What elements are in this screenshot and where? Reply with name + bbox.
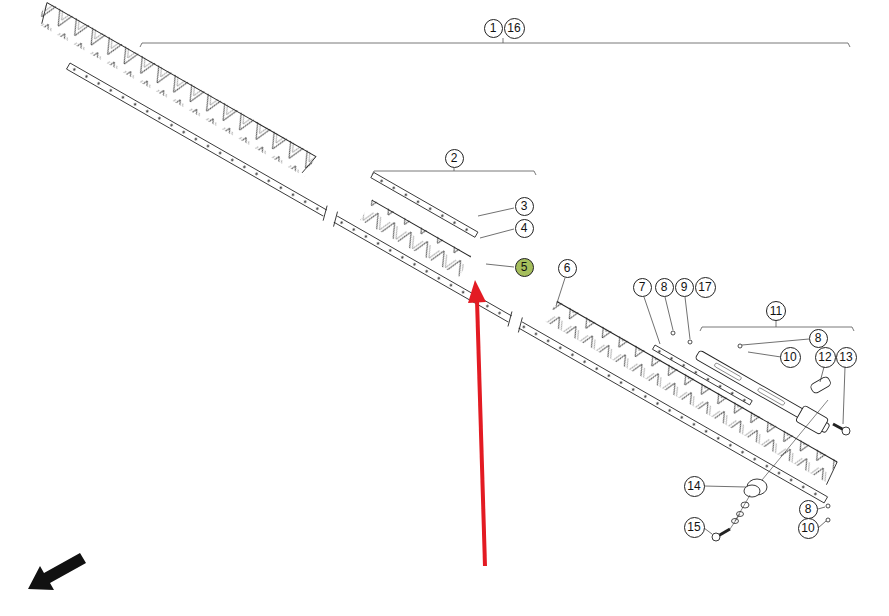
callout-text: 8: [815, 332, 822, 344]
callout-text: 7: [639, 281, 646, 293]
callout-number: 1: [484, 19, 503, 38]
assembly-lines: [730, 400, 828, 529]
callout-text: 11: [770, 305, 782, 317]
callout-text: 14: [687, 480, 700, 492]
callout-text: 8: [661, 281, 668, 293]
knife-assembly: [21, 0, 855, 506]
callout-number: 2: [445, 149, 464, 168]
callout-text: 8: [805, 503, 812, 515]
callout-number: 14: [684, 476, 705, 497]
callout-text: 9: [681, 281, 688, 293]
red-pointer-arrow: [468, 280, 486, 566]
callout-number: 11: [766, 301, 786, 321]
callout-number: 8: [799, 500, 818, 519]
callout-text: 10: [783, 351, 796, 363]
callout-number: 4: [515, 219, 534, 238]
callout-text: 5: [521, 261, 528, 273]
leader-lines: [478, 208, 845, 534]
callout-number: 17: [695, 277, 716, 298]
callout-text: 15: [687, 521, 700, 533]
callout-text: 13: [839, 351, 852, 363]
direction-arrow: [28, 553, 86, 590]
callout-number: 10: [780, 347, 801, 368]
callout-text: 17: [698, 281, 711, 293]
callout-number: 3: [515, 197, 534, 216]
callout-text: 1: [490, 22, 497, 34]
callout-number: 7: [633, 278, 652, 297]
callout-number: 15: [684, 517, 705, 538]
guide-part: [693, 347, 832, 437]
callout-text: 12: [818, 351, 831, 363]
callout-text: 3: [521, 200, 528, 212]
callout-number: 9: [675, 278, 694, 297]
group-brackets: [140, 38, 854, 331]
callout-text: 16: [507, 22, 520, 34]
callout-number: 12: [815, 347, 836, 368]
callout-number: 13: [836, 347, 857, 368]
callout-number: 6: [558, 259, 577, 278]
callout-text: 2: [451, 152, 458, 164]
callout-number: 8: [809, 329, 828, 348]
callout-text: 10: [801, 522, 814, 534]
callout-text: 4: [521, 222, 528, 234]
callout-number: 8: [655, 278, 674, 297]
callout-number: 10: [798, 518, 819, 539]
callout-number: 5: [515, 258, 534, 277]
callout-text: 6: [564, 262, 571, 274]
callout-number: 16: [504, 18, 525, 39]
